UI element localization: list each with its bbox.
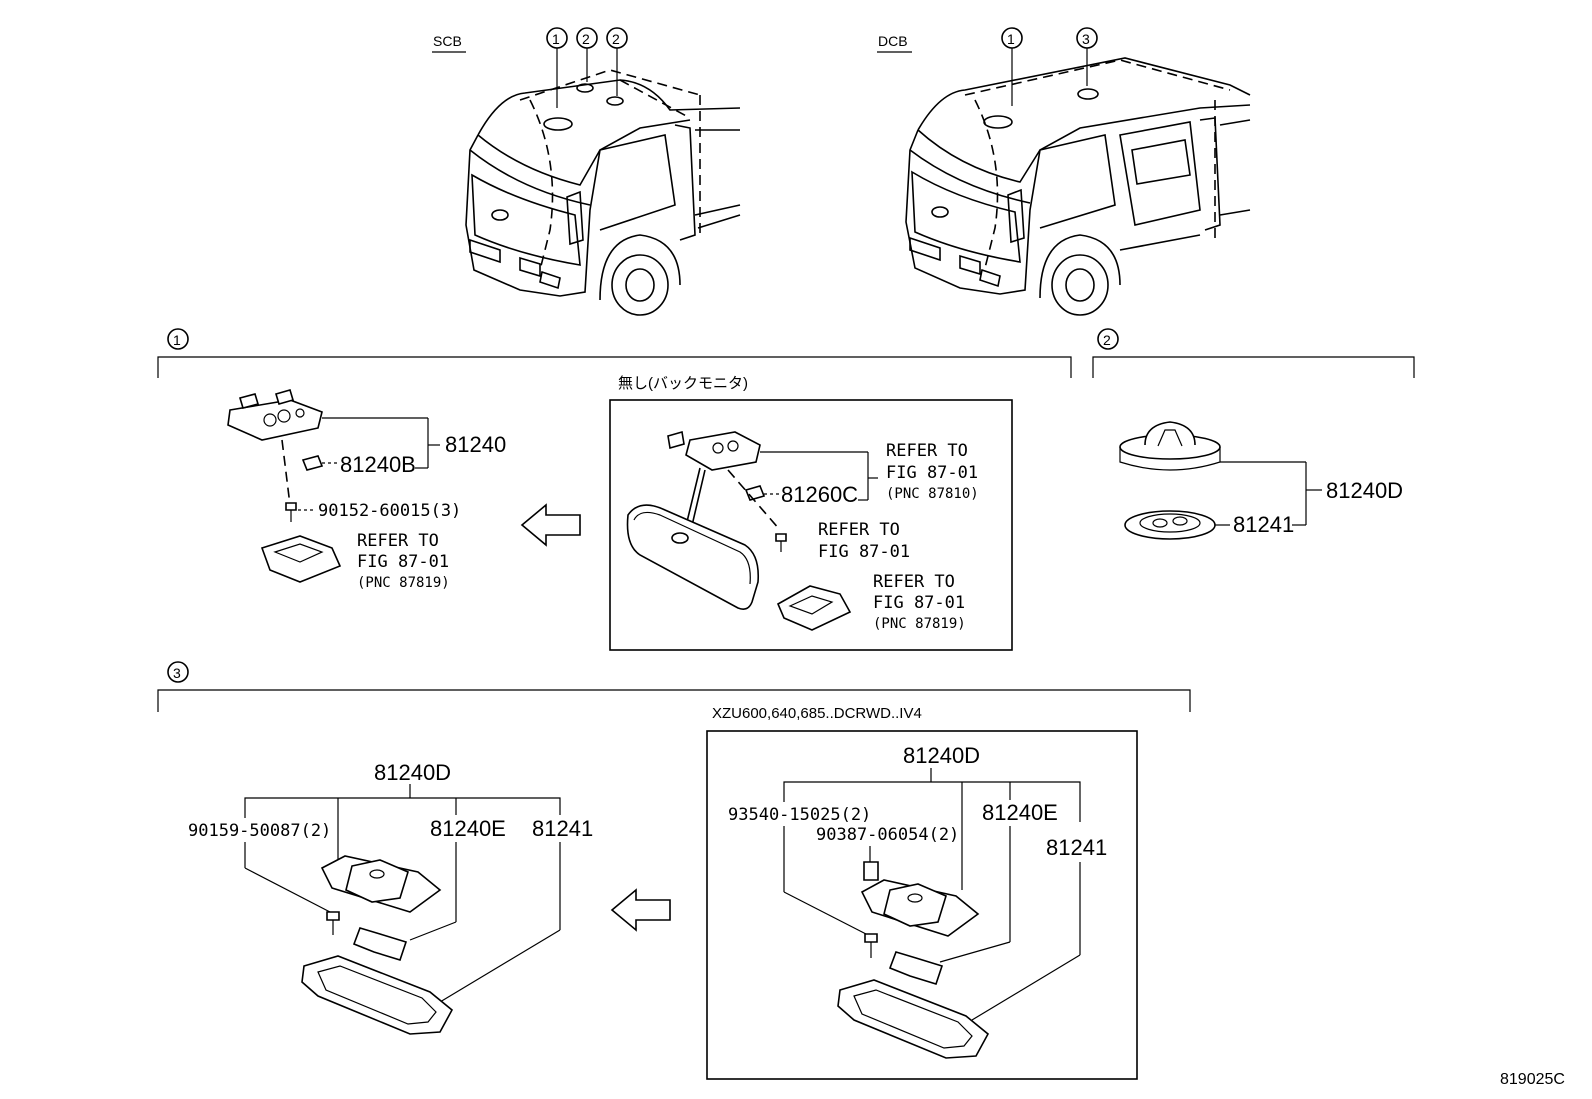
scb-callout-1: 1 <box>552 31 560 47</box>
refer-1-line2: FIG 87-01 <box>357 552 449 572</box>
dcb-truck: DCB 1 3 <box>877 27 1251 316</box>
refer-a-line3: (PNC 87810) <box>886 486 979 502</box>
refer-c-line3: (PNC 87819) <box>873 616 966 632</box>
label-81240: 81240 <box>445 432 506 457</box>
section-3: 3 81240D 90159-50087(2) 81240E 81241 <box>157 661 1191 1035</box>
arrow-left-3 <box>610 888 671 932</box>
label-93540: 93540-15025(2) <box>728 805 871 825</box>
section-1: 1 81240 81240B 90152-60015(3) <box>157 328 1072 591</box>
arrow-left-1 <box>520 503 581 547</box>
figure-code: 819025C <box>1500 1071 1565 1088</box>
scb-label: SCB <box>433 33 462 49</box>
dcb-callout-1: 1 <box>1007 31 1015 47</box>
nut-inset3-part <box>863 861 879 881</box>
label-81241-s3: 81241 <box>532 816 593 841</box>
bulb-81240B-part <box>301 455 324 471</box>
refer-1-line1: REFER TO <box>357 531 439 551</box>
label-81240E-inset3: 81240E <box>982 800 1058 825</box>
inset-1-title: 無し(バックモニタ) <box>618 375 748 392</box>
scb-callout-2b: 2 <box>612 31 620 47</box>
section-2-marker: 2 <box>1103 332 1111 348</box>
refer-a-line1: REFER TO <box>886 441 968 461</box>
label-81241-inset3: 81241 <box>1046 835 1107 860</box>
round-lens-part <box>1124 510 1216 540</box>
lens-s3-part <box>301 955 454 1035</box>
lamp-base-inset3-part <box>860 879 980 937</box>
inset-3: XZU600,640,685..DCRWD..IV4 81240D 93540-… <box>706 705 1138 1080</box>
round-lamp-part <box>1119 421 1221 471</box>
label-81240D-inset3: 81240D <box>903 743 980 768</box>
lens-cover-part <box>260 535 342 583</box>
section-2: 2 81240D 81241 <box>1092 328 1415 540</box>
lens-inset3-part <box>837 979 990 1059</box>
label-81240D-s2: 81240D <box>1326 478 1403 503</box>
section-3-marker: 3 <box>173 665 181 681</box>
screw-90152-part <box>285 502 297 522</box>
bulb-inset3-part <box>888 951 944 985</box>
screw-inset1-part <box>775 533 787 552</box>
inset-3-title: XZU600,640,685..DCRWD..IV4 <box>712 705 922 722</box>
bulb-s3-part <box>352 927 408 961</box>
refer-b-line1: REFER TO <box>818 520 900 540</box>
refer-a-line2: FIG 87-01 <box>886 463 978 483</box>
label-81260C: 81260C <box>781 482 858 507</box>
refer-1-line3: (PNC 87819) <box>357 575 450 591</box>
scb-callout-2a: 2 <box>582 31 590 47</box>
refer-b-line2: FIG 87-01 <box>818 542 910 562</box>
label-90387: 90387-06054(2) <box>816 825 959 845</box>
refer-c-line2: FIG 87-01 <box>873 593 965 613</box>
label-81240D-s3: 81240D <box>374 760 451 785</box>
mirror-lamp-81260-part <box>626 430 761 610</box>
dcb-label: DCB <box>878 33 908 49</box>
section-1-marker: 1 <box>173 332 181 348</box>
screw-inset3-part <box>864 933 878 958</box>
scb-truck: SCB 1 2 <box>432 27 741 316</box>
label-90159: 90159-50087(2) <box>188 821 331 841</box>
label-81240B: 81240B <box>340 452 416 477</box>
dcb-callout-3: 3 <box>1082 31 1090 47</box>
label-90152: 90152-60015(3) <box>318 501 461 521</box>
refer-c-line1: REFER TO <box>873 572 955 592</box>
inset-1: 無し(バックモニタ) REFER TO FIG 87-01 (PNC 87810… <box>609 375 1013 651</box>
label-81241-s2: 81241 <box>1233 512 1294 537</box>
lamp-base-s3-part <box>320 855 442 913</box>
label-81240E-s3: 81240E <box>430 816 506 841</box>
screw-s3-part <box>326 911 340 935</box>
lens-cover-inset1-part <box>776 585 852 631</box>
bulb-81260C-part <box>744 485 766 501</box>
dome-lamp-81240-part <box>227 389 323 441</box>
